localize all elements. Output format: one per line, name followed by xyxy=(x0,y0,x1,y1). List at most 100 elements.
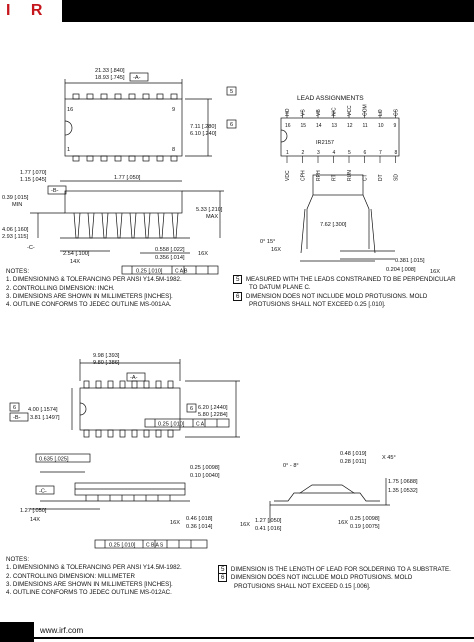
dip-lead-pitch: 1.77 [.050] xyxy=(114,175,141,181)
dip-end-body xyxy=(312,174,364,196)
footer-rule xyxy=(34,637,474,639)
soic-notes: NOTES: 1. DIMENSIONING & TOLERANCING PER… xyxy=(6,556,182,597)
soic-tolerance-frame-2 xyxy=(94,539,208,549)
notes1-n5: MEASURED WITH THE LEADS CONSTRAINED TO B… xyxy=(245,276,456,283)
soic-foot-min: 0.41 [.016] xyxy=(255,526,282,532)
dip-note5-flag: 5 xyxy=(230,89,233,95)
soic-length-min: 9.80 [.386] xyxy=(93,360,120,366)
dip-tolerance-refs: C A B xyxy=(175,269,188,275)
dip-lead-angle: 0° 15° xyxy=(260,239,275,245)
soic-lead-width-min: 0.36 [.014] xyxy=(186,524,213,530)
lead-bottom-pin-number: 1 xyxy=(286,150,289,156)
lead-top-pin-number: 11 xyxy=(363,123,368,129)
dip-x14: 14X xyxy=(70,259,80,265)
notes1-n6: DIMENSION DOES NOT INCLUDE MOLD PROTUSIO… xyxy=(245,292,428,300)
dip-side-leads xyxy=(73,212,179,239)
chip-label: IR2157 xyxy=(316,140,334,146)
lead-bottom-pin-name: VDC xyxy=(285,170,291,181)
lead-bottom-pin-name: DT xyxy=(378,174,384,181)
dip-max-height-label: MAX xyxy=(206,214,218,220)
lead-bottom-pin-name: CT xyxy=(363,174,369,181)
soic-bottom-pins xyxy=(83,429,174,438)
dip-seating-min-label: MIN xyxy=(12,202,22,208)
lead-bottom-pin-number: 2 xyxy=(302,150,305,156)
dip-notes: NOTES: 1. DIMENSIONING & TOLERANCING PER… xyxy=(6,268,182,309)
lead-top-pin-name: N/C xyxy=(332,107,338,116)
dip-tolerance-frame xyxy=(121,265,219,275)
dip-lead-width-min: 0.356 [.014] xyxy=(155,255,185,261)
soic-side-leads xyxy=(85,495,171,501)
soic-datum-b: -B- xyxy=(13,415,21,421)
notes1-item-1: 1. DIMENSIONING & TOLERANCING PER ANSI Y… xyxy=(6,276,182,284)
notes1-item-4: 4. OUTLINE CONFORMS TO JEDEC OUTLINE MS-… xyxy=(6,301,172,309)
notes2-item-3: 3. DIMENSIONS ARE SHOWN IN MILLIMETERS [… xyxy=(6,580,173,588)
soic-height-max: 4.00 [.1574] xyxy=(28,407,58,413)
lead-bottom-pin-number: 4 xyxy=(333,150,336,156)
lead-top-pin-number: 9 xyxy=(394,123,397,129)
notes2-title: NOTES: xyxy=(6,556,30,563)
dip-lead-thick-max: 0.381 [.015] xyxy=(395,258,425,264)
soic-width-max: 6.20 [.2440] xyxy=(198,405,228,411)
notes1-item-3: 3. DIMENSIONS ARE SHOWN IN MILLIMETERS [… xyxy=(6,292,173,300)
notes2-item-2: 2. CONTROLLING DIMENSION: MILLIMETER xyxy=(6,572,135,580)
dip-row-pitch: 2.54 [.100] xyxy=(63,251,90,257)
dip-pin16-label: 16 xyxy=(67,107,73,113)
soic-lead-thick-min: 0.19 [.0075] xyxy=(350,524,380,530)
soic-foot-x16: 16X xyxy=(240,522,250,528)
soic-tol1-refs: C A xyxy=(196,422,205,428)
logo-text: I R xyxy=(6,2,51,19)
soic-lead-width-max: 0.46 [.018] xyxy=(186,516,213,522)
lead-assignment-labels: 16HO15VS14VB13N/C12VCC11COM10LO9CS1VDC2C… xyxy=(285,104,400,181)
notes2-n6b: PROTUSIONS SHALL NOT EXCEED 0.15 [.006]. xyxy=(234,582,371,590)
lead-top-pin-name: VB xyxy=(316,109,322,116)
lead-top-pin-number: 14 xyxy=(316,123,322,129)
soic-height-min: 3.81 [.1497] xyxy=(30,415,60,421)
lead-bottom-pin-number: 5 xyxy=(348,150,351,156)
lead-bottom-pin-name: CPH xyxy=(301,170,307,181)
footer-url[interactable]: www.irf.com xyxy=(40,626,84,635)
footer-bar xyxy=(0,622,34,642)
notes1-n6-num: 6 xyxy=(233,291,243,301)
soic-lead-t-max: 0.25 [.0098] xyxy=(190,465,220,471)
notes2-item-1: 1. DIMENSIONING & TOLERANCING PER ANSI Y… xyxy=(6,564,182,572)
dip-lead-thick-min: 0.204 [.008] xyxy=(386,267,416,273)
dip-length-min: 18.93 [.745] xyxy=(95,75,125,81)
dip-pin8-label: 8 xyxy=(172,147,175,153)
soic-lead-thick-max: 0.25 [.0098] xyxy=(350,516,380,522)
dip-tolerance-value: 0.25 [.010] xyxy=(136,269,163,275)
lead-bottom-pin-name: SD xyxy=(394,174,400,181)
lead-top-pin-number: 10 xyxy=(378,123,384,129)
soic-height-total-max: 1.75 [.0688] xyxy=(388,479,418,485)
soic-width-min: 5.80 [.2284] xyxy=(198,412,228,418)
notes1-n6b: PROTUSIONS SHALL NOT EXCEED 0.25 [.010]. xyxy=(249,300,386,308)
drawing-sheet: 21.33 [.840] 18.93 [.745] -A- 5 6 16 9 1… xyxy=(0,23,474,619)
soic-x14: 14X xyxy=(30,517,40,523)
dip-bottom-pins xyxy=(72,155,178,162)
header-bar: I R xyxy=(0,0,474,23)
lead-top-pin-name: LO xyxy=(378,109,384,116)
lead-assignment-body xyxy=(280,117,400,157)
dip-thick-x16: 16X xyxy=(430,269,440,275)
dip-pin9-label: 9 xyxy=(172,107,175,113)
dip-lead-width-max: 0.558 [.022] xyxy=(155,247,185,253)
lead-top-pin-name: HO xyxy=(285,108,291,116)
soic-height-total-min: 1.35 [.0532] xyxy=(388,488,418,494)
dip-height-min: 2.93 [.115] xyxy=(2,234,28,240)
notes1-n5b: TO DATUM PLANE C. xyxy=(249,284,311,292)
soic-tolerance-frame-1 xyxy=(144,418,230,428)
soic-flag6: 6 xyxy=(13,405,16,411)
notes1-n5-num: 5 xyxy=(233,275,243,284)
soic-notes-right: 5 DIMENSION IS THE LENGTH OF LEAD FOR SO… xyxy=(218,565,451,591)
soic-body-outline xyxy=(79,387,181,431)
soic-lead-t-min: 0.10 [.0040] xyxy=(190,473,220,479)
lead-bottom-pin-number: 6 xyxy=(364,150,367,156)
soic-chamfer-max: 0.48 [.019] xyxy=(340,451,367,457)
dip-row-spacing: 7.62 [.300] xyxy=(320,222,347,228)
dip-end-pitch-min: 1.15 [.045] xyxy=(20,177,47,183)
lead-bottom-pin-number: 8 xyxy=(395,150,398,156)
dip-datum-b: -B- xyxy=(51,188,59,194)
soic-length-max: 9.98 [.393] xyxy=(93,353,120,359)
soic-flag5: 6 xyxy=(190,406,193,412)
lead-top-pin-name: COM xyxy=(363,104,369,116)
dip-angle-x16: 16X xyxy=(271,247,281,253)
